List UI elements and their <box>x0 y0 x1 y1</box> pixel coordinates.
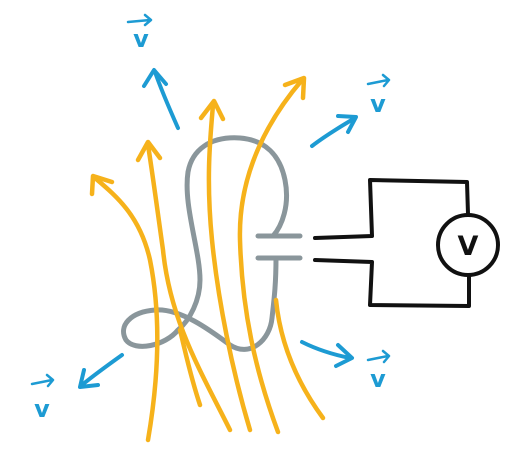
voltmeter-label: V <box>458 231 479 262</box>
vector-arrow-icon <box>30 373 55 388</box>
velocity-arrow-bottom-right <box>300 340 354 368</box>
velocity-label-bottom-right: v <box>366 349 391 393</box>
velocity-symbol-1: v <box>133 25 149 53</box>
velocity-label-top-right: v <box>366 73 391 118</box>
vector-arrow-icon <box>366 73 391 88</box>
velocity-label-bottom-left: v <box>30 373 55 423</box>
velocity-arrow-top-right <box>310 114 358 148</box>
wire-loop-path <box>121 135 289 352</box>
velocity-symbol-4: v <box>34 395 50 423</box>
vector-arrow-icon <box>126 13 153 27</box>
velocity-label-top-left: v <box>126 13 153 53</box>
vector-arrow-icon <box>366 349 391 364</box>
field-line-5 <box>273 297 326 421</box>
velocity-labels: v v v v <box>30 13 391 423</box>
field-line-1 <box>89 173 160 443</box>
velocity-symbol-2: v <box>370 90 386 118</box>
circuit-wire-top <box>313 178 470 240</box>
field-line-3 <box>198 98 253 433</box>
velocity-arrow-bottom-left <box>78 353 124 389</box>
magnetic-field-lines <box>89 75 326 443</box>
velocity-symbol-3: v <box>370 365 386 393</box>
voltmeter-icon <box>436 213 500 277</box>
field-line-4 <box>237 75 307 435</box>
circuit-wire-bottom <box>313 258 471 308</box>
velocity-arrow-top-left <box>142 68 180 130</box>
field-line-6 <box>177 327 203 408</box>
field-line-2 <box>135 139 233 433</box>
voltmeter-circuit: V <box>313 178 500 308</box>
velocity-arrows <box>78 68 358 389</box>
